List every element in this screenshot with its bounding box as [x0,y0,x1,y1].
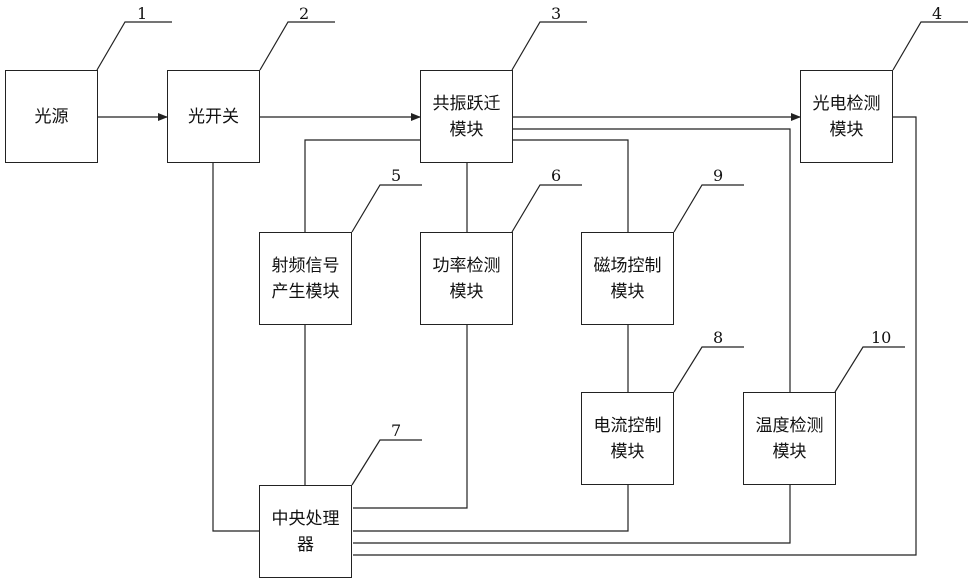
power-module-label-line1: 功率检测 [433,253,501,279]
ref-number-6: 6 [551,166,561,185]
temperature-module-box: 温度检测 模块 [743,392,836,485]
photodetector-module-label-line2: 模块 [813,117,881,143]
resonance-module-box: 共振跃迁 模块 [420,70,513,163]
leader-5 [352,185,422,232]
optical-switch-label: 光开关 [188,104,239,130]
power-module-label-line2: 模块 [433,279,501,305]
ref-number-1: 1 [137,4,147,23]
ref-number-10: 10 [871,328,891,347]
ref-number-4: 4 [932,4,942,23]
temperature-module-label-line2: 模块 [756,439,824,465]
leader-4 [893,22,968,70]
line-photodetector-to-cpu [353,117,916,555]
ref-number-9: 9 [713,166,723,185]
ref-number-7: 7 [391,421,401,440]
rf-module-label-line2: 产生模块 [272,279,340,305]
optical-switch-box: 光开关 [167,70,260,163]
current-module-label-line1: 电流控制 [594,413,662,439]
leader-7 [352,440,422,485]
current-module-label-line2: 模块 [594,439,662,465]
power-module-box: 功率检测 模块 [420,232,513,325]
leader-3 [512,22,587,70]
leader-9 [674,185,744,232]
ref-number-2: 2 [299,4,309,23]
temperature-module-label-line1: 温度检测 [756,413,824,439]
photodetector-module-box: 光电检测 模块 [800,70,893,163]
line-power-to-cpu [353,325,467,508]
photodetector-module-label-line1: 光电检测 [813,91,881,117]
resonance-module-label-line1: 共振跃迁 [433,91,501,117]
line-temperature-to-cpu [353,485,790,543]
cpu-box: 中央处理 器 [259,485,352,578]
line-rf-to-resonance [305,140,420,232]
current-module-box: 电流控制 模块 [581,392,674,485]
leader-2 [260,22,335,70]
line-switch-to-cpu [213,162,260,531]
magnetic-module-label-line1: 磁场控制 [594,253,662,279]
rf-module-box: 射频信号 产生模块 [259,232,352,325]
line-magnetic-to-resonance [512,140,628,232]
magnetic-module-box: 磁场控制 模块 [581,232,674,325]
magnetic-module-label-line2: 模块 [594,279,662,305]
leader-8 [674,347,744,392]
leader-6 [512,185,582,232]
cpu-label-line2: 器 [272,532,340,558]
light-source-box: 光源 [5,70,98,163]
rf-module-label-line1: 射频信号 [272,253,340,279]
ref-number-3: 3 [551,4,561,23]
cpu-label-line1: 中央处理 [272,506,340,532]
ref-number-8: 8 [713,328,723,347]
leader-10 [835,347,905,392]
ref-number-5: 5 [391,166,401,185]
resonance-module-label-line2: 模块 [433,117,501,143]
leader-1 [97,22,172,70]
light-source-label: 光源 [35,104,69,130]
